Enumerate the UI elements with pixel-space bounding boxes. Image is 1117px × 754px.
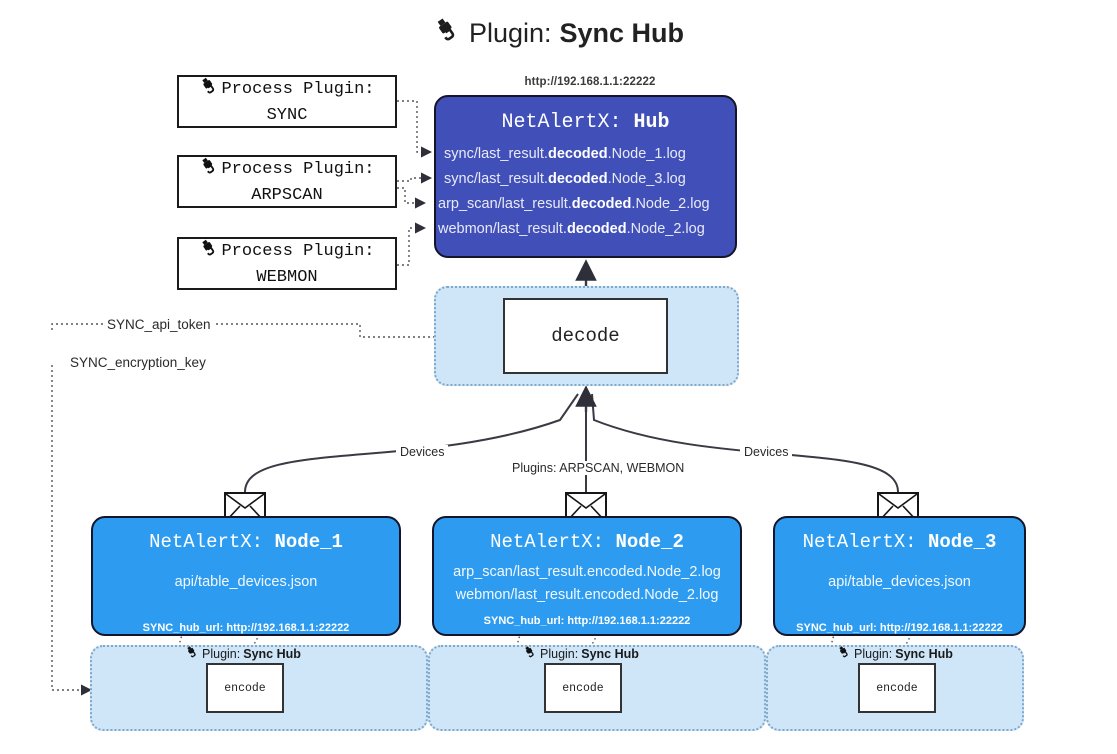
plug-icon bbox=[433, 16, 461, 51]
edge-label-plugins: Plugins: ARPSCAN, WEBMON bbox=[508, 461, 689, 475]
node-line: webmon/last_result.encoded.Node_2.log bbox=[455, 587, 719, 604]
hub-title-name: Hub bbox=[633, 111, 670, 134]
node-title: NetAlertX: Node_3 bbox=[802, 531, 997, 553]
hub-log-row: sync/last_result.decoded.Node_1.log bbox=[444, 146, 686, 162]
plug-icon bbox=[185, 645, 199, 662]
process-plugin-name: ARPSCAN bbox=[251, 185, 323, 205]
node-footer: SYNC_hub_url: http://192.168.1.1:22222 bbox=[142, 622, 350, 635]
plug-icon bbox=[199, 238, 219, 267]
sync-encryption-key-label: SYNC_encryption_key bbox=[66, 355, 210, 370]
node-1[interactable]: NetAlertX: Node_1 api/table_devices.json… bbox=[91, 516, 401, 636]
process-plugin-name: WEBMON bbox=[256, 267, 318, 287]
title-name: Sync Hub bbox=[559, 18, 685, 48]
plug-icon bbox=[199, 156, 219, 185]
node-title: NetAlertX: Node_1 bbox=[149, 531, 343, 553]
hub-title: NetAlertX: Hub bbox=[436, 111, 735, 134]
plug-icon bbox=[523, 645, 537, 662]
encoder-plugin-label-1: Plugin:Sync Hub bbox=[185, 645, 301, 662]
process-plugin-webmon[interactable]: Process Plugin: WEBMON bbox=[177, 237, 397, 290]
page-title: Plugin: Sync Hub bbox=[0, 16, 1117, 51]
node-footer: SYNC_hub_url: http://192.168.1.1:22222 bbox=[483, 615, 691, 628]
encode-box-1[interactable]: encode bbox=[206, 663, 284, 713]
process-plugin-name: SYNC bbox=[266, 105, 308, 125]
node-line: api/table_devices.json bbox=[174, 574, 318, 590]
edge-label-devices-left: Devices bbox=[396, 445, 449, 459]
encode-box-3[interactable]: encode bbox=[858, 663, 936, 713]
hub-log-row: webmon/last_result.decoded.Node_2.log bbox=[438, 220, 705, 237]
process-plugin-label: Process Plugin: bbox=[221, 241, 375, 261]
node-line: api/table_devices.json bbox=[828, 574, 971, 590]
node-title: NetAlertX: Node_2 bbox=[490, 531, 684, 553]
hub-log-row: sync/last_result.decoded.Node_3.log bbox=[444, 170, 686, 187]
plug-icon bbox=[837, 645, 851, 662]
plug-icon bbox=[199, 76, 219, 105]
title-prefix: Plugin: bbox=[468, 18, 552, 48]
process-plugin-label: Process Plugin: bbox=[221, 159, 375, 179]
process-plugin-sync[interactable]: Process Plugin: SYNC bbox=[177, 75, 397, 128]
hub-log-row: arp_scan/last_result.decoded.Node_2.log bbox=[438, 195, 710, 212]
node-footer: SYNC_hub_url: http://192.168.1.1:22222 bbox=[796, 622, 1003, 635]
edge-label-devices-right: Devices bbox=[740, 445, 793, 459]
node-3[interactable]: NetAlertX: Node_3 api/table_devices.json… bbox=[773, 516, 1026, 636]
hub-node[interactable]: NetAlertX: Hub sync/last_result.decoded.… bbox=[434, 95, 737, 258]
hub-title-prefix: NetAlertX: bbox=[501, 111, 622, 134]
encode-box-2[interactable]: encode bbox=[544, 663, 622, 713]
process-plugin-label: Process Plugin: bbox=[221, 79, 375, 99]
sync-api-token-label: SYNC_api_token bbox=[103, 317, 215, 332]
hub-url-label: http://192.168.1.1:22222 bbox=[524, 76, 656, 88]
encoder-container-2 bbox=[428, 645, 766, 731]
encoder-plugin-label-2: Plugin:Sync Hub bbox=[523, 645, 639, 662]
node-2[interactable]: NetAlertX: Node_2 arp_scan/last_result.e… bbox=[432, 516, 742, 636]
encoder-plugin-label-3: Plugin:Sync Hub bbox=[837, 645, 953, 662]
node-line: arp_scan/last_result.encoded.Node_2.log bbox=[453, 564, 721, 580]
decode-box[interactable]: decode bbox=[503, 298, 668, 374]
process-plugin-arpscan[interactable]: Process Plugin: ARPSCAN bbox=[177, 155, 397, 208]
